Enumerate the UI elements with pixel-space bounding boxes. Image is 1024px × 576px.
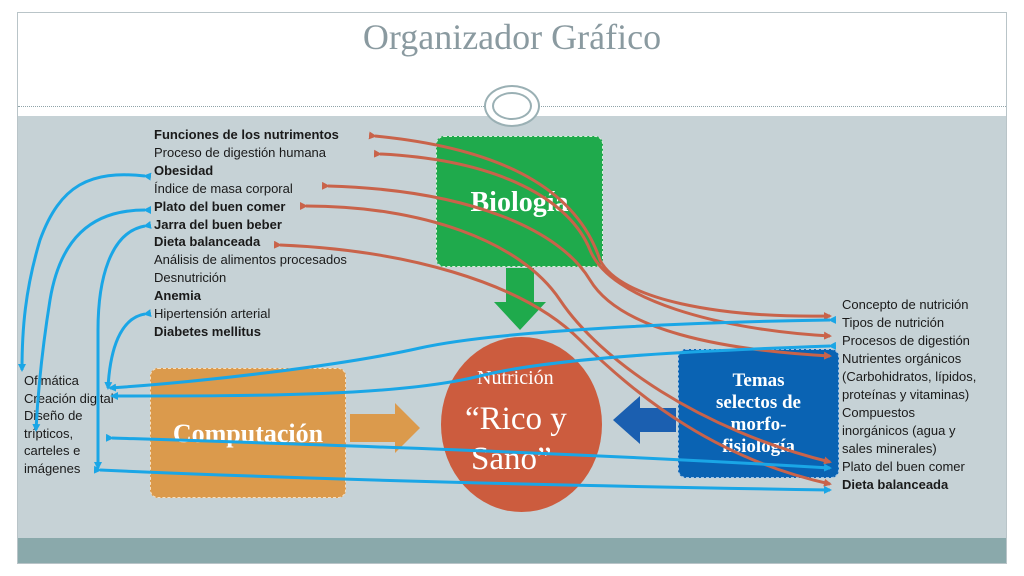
biologia-topic: Proceso de digestión humana [154,144,327,160]
temas-topic: Compuestos [842,405,915,420]
computacion-topic: Creación digital [24,390,114,406]
rico-y-sano-line: Sano” [471,441,552,477]
ring-ornament [484,85,540,127]
biologia-topic: Obesidad [154,162,214,178]
temas-topic: Dieta balanceada [842,477,949,492]
biologia-topic: Anemia [154,288,201,304]
biologia-topic: Dieta balanceada [154,234,261,250]
computacion-topic: carteles e [24,443,81,459]
temas-topic: Nutrientes orgánicos [842,351,962,366]
temas-label-line: morfo- [730,414,787,435]
temas-label-line: fisiología [722,436,795,457]
biologia-topic: Índice de masa corporal [154,180,293,196]
temas-label-line: Temas [732,370,785,391]
slide-title: Organizador Gráfico [362,17,662,57]
temas-label: Temas selectos de morfo- fisiología [679,370,838,458]
slide-frame [17,12,1007,564]
computacion-topic: trípticos, [24,425,74,441]
computacion-topic: Diseño de [24,408,83,424]
nutricion-circle: Nutrición “Rico y Sano” [441,337,602,512]
nutricion-label: Nutrición [477,367,554,389]
temas-topic: Procesos de digestión [842,333,970,348]
rico-y-sano-line: “Rico y [465,401,567,437]
computacion-box: Computación [150,368,346,498]
temas-topic: Concepto de nutrición [842,297,969,312]
temas-topic: (Carbohidratos, lípidos, [842,369,977,384]
computacion-topic: Ofimática [24,373,79,388]
biologia-topic: Funciones de los nutrimentos [154,127,339,142]
biologia-topic: Diabetes mellitus [154,323,261,339]
biologia-topic: Jarra del buen beber [154,216,282,232]
temas-topic: Plato del buen comer [842,459,965,474]
footer-band [18,538,1006,563]
biologia-label: Biología [470,187,569,218]
computacion-topic: imágenes [24,460,81,476]
biologia-topic: Plato del buen comer [154,198,286,214]
temas-label-line: selectos de [716,392,801,413]
computacion-label: Computación [172,419,324,448]
rico-y-sano-label: “Rico y Sano” [465,399,590,479]
temas-topic: sales minerales) [842,441,937,456]
biologia-topic: Desnutrición [154,270,227,286]
temas-box: Temas selectos de morfo- fisiología [678,349,839,478]
biologia-topic: Hipertensión arterial [154,306,271,322]
biologia-topic: Análisis de alimentos procesados [154,252,347,268]
biologia-box: Biología [436,136,603,267]
temas-topic: proteínas y vitaminas) [842,387,970,402]
temas-topic: inorgánicos (agua y [842,423,956,438]
ring-ornament-inner [492,92,532,120]
temas-topic: Tipos de nutrición [842,315,945,330]
